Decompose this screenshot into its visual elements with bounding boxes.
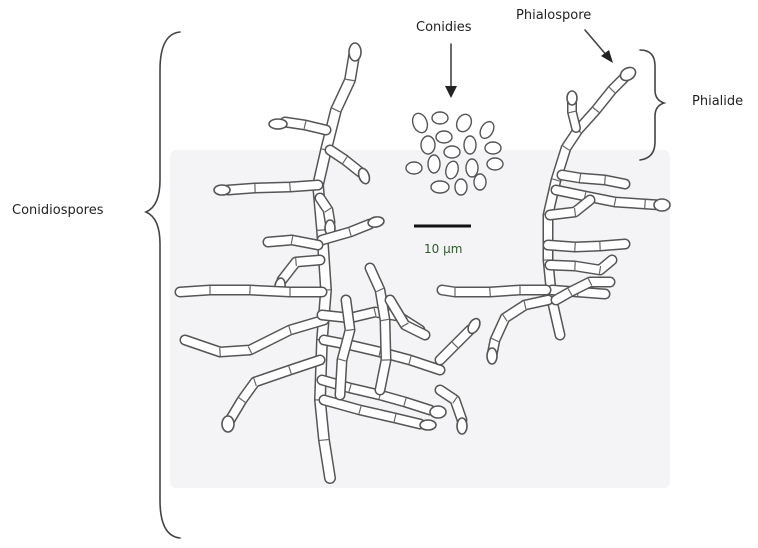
spore-tip <box>430 406 446 418</box>
conidium <box>464 136 476 154</box>
cell-wall <box>296 258 297 266</box>
cell-wall <box>605 176 606 184</box>
phialospore-tip <box>349 43 361 61</box>
spore-tip <box>269 119 287 129</box>
conidium <box>466 159 478 177</box>
spore-tip <box>487 348 497 364</box>
cell-wall <box>290 183 291 191</box>
spore-tip <box>567 91 577 105</box>
branch <box>268 240 318 245</box>
conidium <box>485 142 501 154</box>
branch <box>548 244 625 247</box>
phialide-label: Phialide <box>692 94 743 109</box>
conidium <box>487 158 503 170</box>
conidium <box>432 112 448 124</box>
spore-tip <box>654 199 670 211</box>
spore-tip <box>222 416 234 432</box>
cell-wall <box>645 200 646 208</box>
conidium <box>431 181 449 193</box>
paper-top-mask <box>0 0 758 150</box>
cell-wall <box>490 288 491 296</box>
spore-tip <box>420 420 436 430</box>
spore-tip <box>457 418 467 434</box>
branch <box>442 290 546 292</box>
conidies-label: Conidies <box>416 20 472 35</box>
conidium <box>406 162 422 174</box>
conidium <box>436 131 452 143</box>
conidium <box>455 179 467 195</box>
phialospore-label: Phialospore <box>516 8 591 23</box>
conidiospores-label: Conidiospores <box>12 203 104 218</box>
conidium <box>428 155 440 173</box>
cell-wall <box>575 243 576 251</box>
conidium <box>421 136 435 154</box>
cell-wall <box>220 348 221 356</box>
spore-tip <box>214 185 230 195</box>
scale-bar-label: 10 µm <box>424 242 462 256</box>
conidium <box>444 146 460 158</box>
branch <box>180 290 322 292</box>
branch <box>228 185 318 190</box>
conidium <box>474 174 486 190</box>
